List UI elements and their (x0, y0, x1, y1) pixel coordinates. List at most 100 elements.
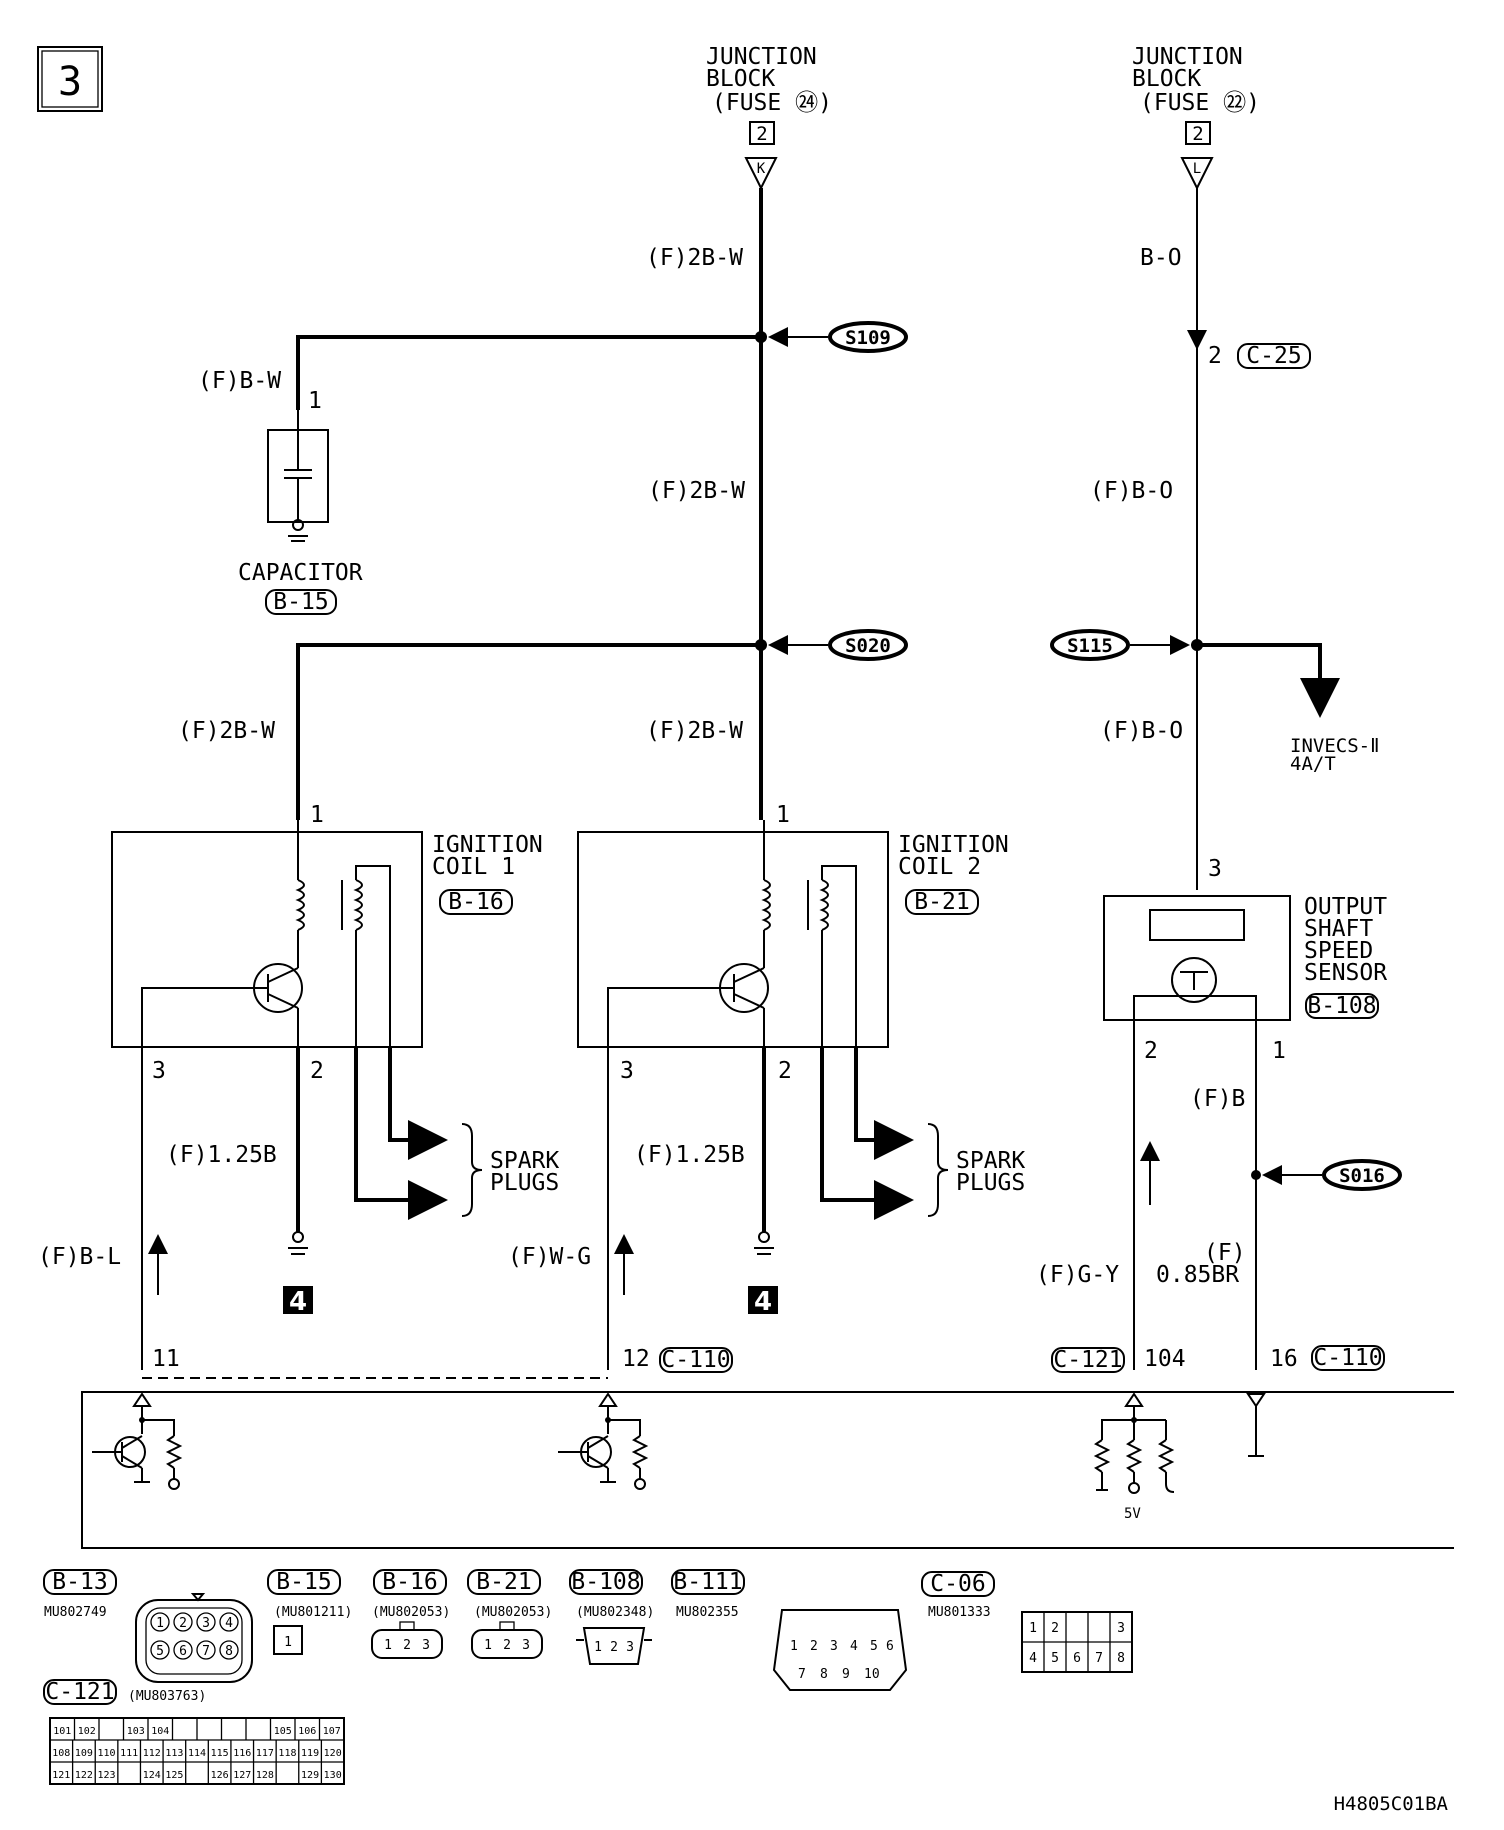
svg-text:INVECS-Ⅱ: INVECS-Ⅱ (1290, 735, 1379, 757)
svg-text:SPEED: SPEED (1304, 938, 1373, 964)
svg-text:6: 6 (886, 1639, 894, 1654)
svg-text:9: 9 (842, 1667, 850, 1682)
svg-text:SPARK: SPARK (490, 1148, 559, 1174)
svg-text:L: L (1193, 161, 1201, 177)
svg-text:5: 5 (1051, 1651, 1059, 1666)
svg-text:C-121: C-121 (45, 1679, 114, 1705)
svg-text:IGNITION: IGNITION (898, 832, 1009, 858)
svg-text:B-15: B-15 (276, 1569, 331, 1595)
svg-text:C-121: C-121 (1053, 1347, 1122, 1373)
svg-text:3: 3 (1208, 856, 1222, 882)
c121-pin-label: 127 (233, 1770, 251, 1781)
svg-text:4: 4 (289, 1287, 307, 1317)
page-number-box (37, 46, 103, 112)
sensor-feed-wires (1187, 188, 1340, 890)
svg-text:4: 4 (1029, 1651, 1037, 1666)
svg-text:IGNITION: IGNITION (432, 832, 543, 858)
svg-text:B-108: B-108 (571, 1569, 640, 1595)
c121-pin-label: 105 (274, 1726, 292, 1737)
svg-text:BLOCK: BLOCK (1132, 66, 1201, 92)
svg-text:1: 1 (384, 1638, 392, 1653)
svg-text:SHAFT: SHAFT (1304, 916, 1373, 942)
wire-label: (F) (1204, 1240, 1246, 1266)
svg-text:3: 3 (626, 1640, 634, 1655)
svg-text:B-16: B-16 (382, 1569, 437, 1595)
c121-pin-label: 108 (52, 1748, 70, 1759)
svg-text:2: 2 (1051, 1621, 1059, 1636)
svg-text:K: K (757, 161, 766, 177)
svg-text:11: 11 (152, 1346, 180, 1372)
svg-text:5V: 5V (1124, 1506, 1141, 1522)
c121-pin-label: 122 (75, 1770, 93, 1781)
c121-pin-label: 117 (256, 1748, 274, 1759)
splice-s109: S109 (768, 321, 908, 353)
svg-text:4: 4 (225, 1616, 233, 1631)
svg-text:(FUSE ㉔): (FUSE ㉔) (712, 90, 832, 116)
svg-text:10: 10 (864, 1667, 880, 1682)
svg-text:2: 2 (756, 123, 767, 145)
svg-text:(MU803763): (MU803763) (128, 1689, 206, 1704)
svg-text:5: 5 (156, 1644, 164, 1659)
svg-text:SENSOR: SENSOR (1304, 960, 1387, 986)
svg-text:(MU802053): (MU802053) (474, 1605, 552, 1620)
svg-text:4: 4 (754, 1287, 772, 1317)
c121-pin-label: 121 (52, 1770, 70, 1781)
svg-text:C-25: C-25 (1246, 343, 1301, 369)
svg-text:1: 1 (310, 802, 324, 828)
svg-text:1: 1 (594, 1640, 602, 1655)
wire-label: (F)2B-W (646, 718, 743, 744)
svg-text:3: 3 (522, 1638, 530, 1653)
svg-text:MU802355: MU802355 (676, 1605, 739, 1620)
c121-pin-label: 110 (98, 1748, 116, 1759)
junction-block-fuse22: JUNCTION BLOCK (FUSE ㉒) 2 L (1132, 44, 1260, 191)
wire-label: (F)2B-W (648, 478, 745, 504)
pins-b13: 1 2 3 4 5 6 7 8 (150, 1612, 239, 1660)
svg-text:B-21: B-21 (476, 1569, 531, 1595)
svg-text:4A/T: 4A/T (1290, 753, 1336, 775)
c121-pin-label: 111 (120, 1748, 138, 1759)
c121-pin-label: 112 (143, 1748, 161, 1759)
svg-text:S109: S109 (845, 327, 891, 349)
output-shaft-speed-sensor: 3 OUTPUT SHAFT SPEED SENSOR B-108 2 1 (1103, 856, 1387, 1370)
svg-text:(MU801211): (MU801211) (274, 1605, 352, 1620)
svg-text:B-13: B-13 (52, 1569, 107, 1595)
svg-text:8: 8 (225, 1644, 233, 1659)
c121-pin-label: 103 (127, 1726, 145, 1737)
wire-label: (F)1.25B (634, 1142, 745, 1168)
svg-text:MU802749: MU802749 (44, 1605, 107, 1620)
svg-text:2: 2 (310, 1058, 324, 1084)
c121-pin-label: 116 (233, 1748, 251, 1759)
svg-text:2: 2 (1208, 343, 1222, 369)
svg-text:1: 1 (156, 1616, 164, 1631)
svg-text:8: 8 (820, 1667, 828, 1682)
wire-label: (F)1.25B (166, 1142, 277, 1168)
c121-pin-label: 129 (301, 1770, 319, 1781)
svg-text:OUTPUT: OUTPUT (1304, 894, 1387, 920)
splice-s115: S115 (1050, 629, 1190, 661)
c121-pin-label: 118 (278, 1748, 296, 1759)
svg-text:B-16: B-16 (448, 889, 503, 915)
splice-s016: S016 (1262, 1159, 1402, 1191)
connector-reference: B-13 MU802749 1 2 3 4 5 6 7 8 B-15 (MU80… (43, 1569, 1133, 1785)
svg-text:6: 6 (1073, 1651, 1081, 1666)
svg-text:3: 3 (152, 1058, 166, 1084)
c121-pin-label: 114 (188, 1748, 206, 1759)
c121-pin-label: 120 (324, 1748, 342, 1759)
wire-label: (F)B-O (1100, 718, 1183, 744)
svg-text:PLUGS: PLUGS (490, 1170, 559, 1196)
svg-text:JUNCTION: JUNCTION (706, 44, 817, 70)
svg-text:1: 1 (776, 802, 790, 828)
svg-text:2: 2 (1144, 1038, 1158, 1064)
wire-label: (F)B (1190, 1086, 1245, 1112)
wire-label: (F)G-Y (1036, 1262, 1119, 1288)
svg-text:B-21: B-21 (914, 889, 969, 915)
svg-text:BLOCK: BLOCK (706, 66, 775, 92)
svg-text:(MU802053): (MU802053) (372, 1605, 450, 1620)
svg-text:104: 104 (1144, 1346, 1186, 1372)
junction-block-fuse24: JUNCTION BLOCK (FUSE ㉔) 2 K (706, 44, 832, 191)
capacitor-label: CAPACITOR (238, 560, 363, 586)
svg-text:6: 6 (179, 1644, 187, 1659)
svg-text:2: 2 (610, 1640, 618, 1655)
c121-pin-label: 123 (98, 1770, 116, 1781)
